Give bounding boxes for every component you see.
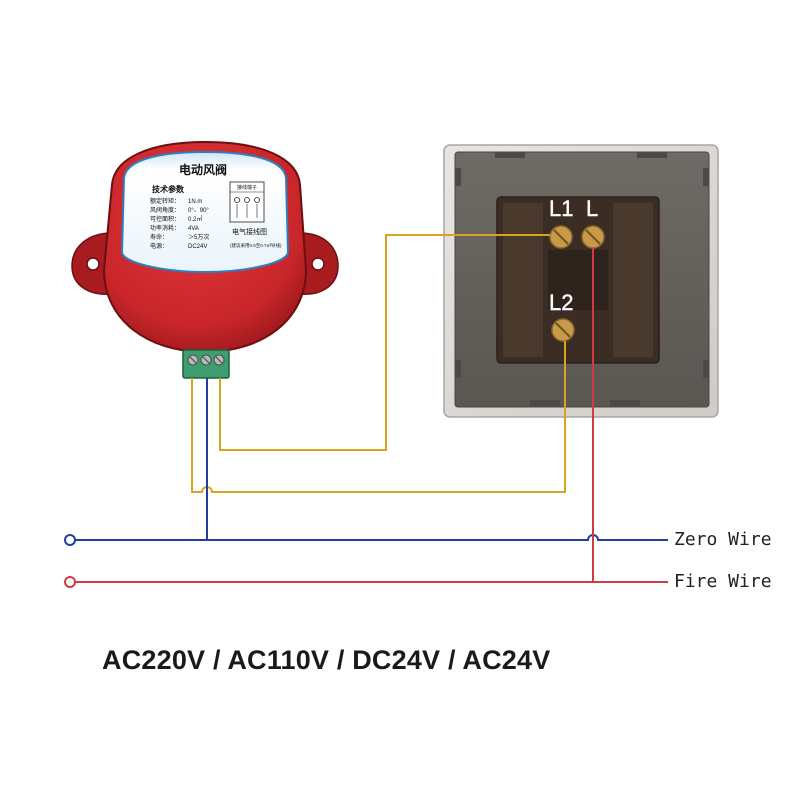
spec-rows: 额定转矩： 1N.m 风阀角度： 0°、90° 可控面积： 0.2㎡ 功率消耗：…: [150, 197, 209, 250]
spec-name: 功率消耗：: [150, 224, 180, 232]
mount-hole-right-icon: [311, 257, 325, 271]
spec-header: 技术参数: [152, 184, 185, 194]
spec-value: DC24V: [188, 244, 207, 250]
spec-name: 额定转矩：: [150, 197, 180, 205]
terminal-l: [581, 225, 605, 249]
terminal-label-l1: L1: [549, 196, 573, 221]
terminal-mark-icon: [244, 197, 250, 203]
terminal-mark-icon: [254, 197, 260, 203]
wiring-footnote: (建议采用0.5至0.7㎡导线): [230, 242, 282, 249]
wiring-box-title: 接线端子: [237, 184, 257, 191]
spec-name: 寿命：: [150, 233, 168, 241]
spec-name: 电源：: [150, 242, 168, 250]
spec-name: 可控面积：: [150, 215, 180, 223]
wall-switch: L1 L L2: [443, 144, 719, 418]
damper-actuator: 电动风阀 技术参数 额定转矩： 1N.m 风阀角度： 0°、90° 可控面积： …: [71, 140, 339, 379]
zero-wire-end-icon: [64, 534, 76, 546]
spec-value: 4VA: [188, 226, 199, 232]
spec-value: 0°、90°: [188, 208, 209, 214]
terminal-label-l: L: [586, 196, 598, 221]
wiring-label: 电气接线图: [232, 227, 267, 236]
zero-wire-label: Zero Wire: [674, 529, 772, 550]
terminal-mark-icon: [234, 197, 240, 203]
zero-wire-line: [76, 534, 668, 541]
terminal-l1: [549, 225, 573, 249]
wiring-mini-box: 接线端子: [229, 181, 265, 223]
wire-to-l1: [219, 234, 550, 451]
spec-value: 0.2㎡: [188, 215, 202, 223]
spec-name: 风阀角度：: [150, 206, 180, 214]
wires: [76, 234, 668, 583]
spec-value: ＞5万次: [188, 233, 209, 241]
spec-label: 电动风阀 技术参数 额定转矩： 1N.m 风阀角度： 0°、90° 可控面积： …: [120, 150, 290, 274]
voltage-options: AC220V / AC110V / DC24V / AC24V: [102, 645, 551, 675]
terminal-block: [182, 349, 230, 379]
fire-wire-label: Fire Wire: [674, 571, 772, 592]
fire-wire-end-icon: [64, 576, 76, 588]
terminal-l2: [551, 318, 575, 342]
spec-value: 1N.m: [188, 199, 202, 205]
actuator-title: 电动风阀: [179, 162, 227, 177]
mount-hole-left-icon: [86, 257, 100, 271]
terminal-label-l2: L2: [549, 290, 573, 315]
